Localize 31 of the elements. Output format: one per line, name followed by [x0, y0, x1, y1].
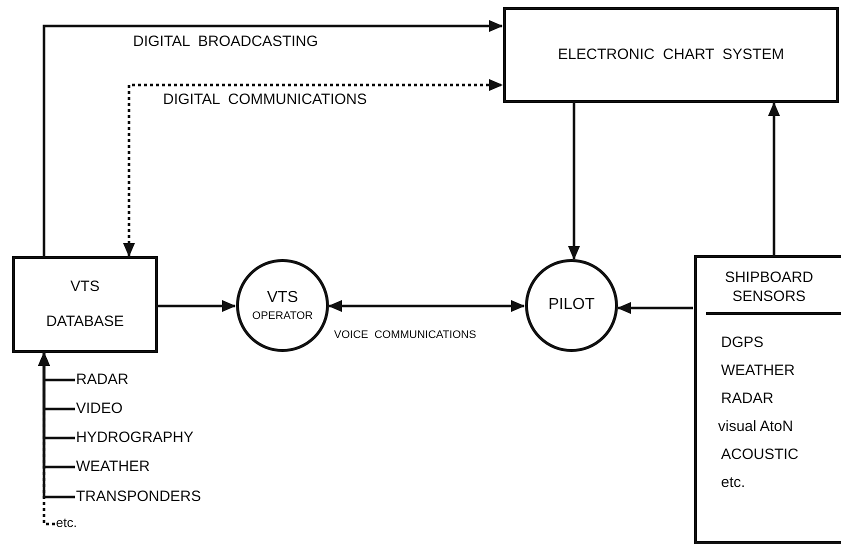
arrow: [123, 79, 503, 257]
source-label: TRANSPONDERS: [76, 488, 202, 506]
edge-label: DIGITAL COMMUNICATIONS: [163, 92, 367, 107]
sensor-item: RADAR: [721, 389, 774, 409]
sensor-item: ACOUSTIC: [721, 445, 799, 465]
process-box: [503, 7, 839, 103]
source-label: etc.: [56, 514, 77, 532]
arrow: [568, 103, 580, 260]
node-label: VTS: [266, 288, 298, 308]
sensor-item: DGPS: [721, 333, 764, 353]
node-label: ELECTRONIC CHART SYSTEM: [558, 46, 784, 64]
sensor-item: WEATHER: [721, 361, 795, 381]
node-label: OPERATOR: [252, 308, 313, 324]
arrow: [328, 300, 525, 312]
source-label: WEATHER: [76, 458, 150, 476]
edge-label: DIGITAL BROADCASTING: [133, 34, 318, 49]
arrow: [42, 20, 503, 256]
sensor-item: etc.: [721, 473, 746, 493]
sensor-list-box: [694, 255, 841, 544]
source-label: RADAR: [76, 371, 129, 389]
source-label: HYDROGRAPHY: [76, 429, 194, 447]
box-heading: SHIPBOARD SENSORS: [724, 268, 814, 306]
arrow: [768, 102, 780, 255]
source-label: VIDEO: [76, 400, 123, 418]
process-box: [12, 256, 158, 353]
node-label: PILOT: [548, 295, 595, 316]
sensor-item: visual AtoN: [718, 417, 794, 437]
arrow: [158, 300, 236, 312]
arrow: [617, 302, 693, 314]
node-label: VTS DATABASE: [45, 277, 125, 332]
edge-label: VOICE COMMUNICATIONS: [334, 330, 476, 341]
